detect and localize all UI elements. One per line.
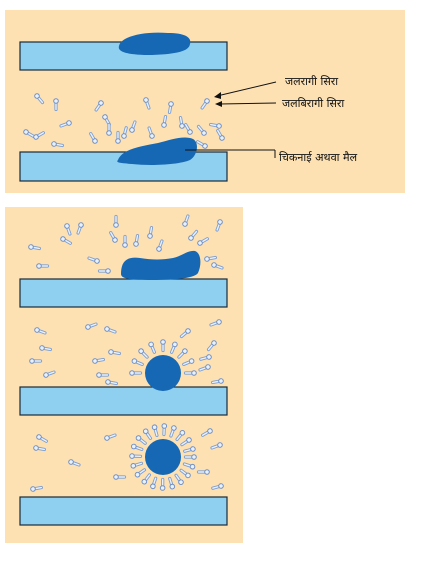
cloth-surface-stage-2 — [19, 386, 228, 416]
dirt-lifting-stage-1 — [121, 250, 201, 280]
dirt-ball-stage-2 — [145, 355, 181, 391]
label-hydrophilic-head: जलरागी सिरा — [285, 75, 338, 88]
label-callouts — [185, 81, 277, 158]
cloth-surface-stage-1 — [19, 278, 228, 308]
grease-dirt-blob — [117, 137, 197, 165]
cloth-surface-stage-3 — [19, 496, 228, 526]
panel-progression — [5, 207, 243, 543]
label-hydrophobic-tail: जलबिरागी सिरा — [282, 97, 344, 110]
micelle-dirt-ball — [145, 439, 181, 475]
label-grease-dirt: चिकनाई अथवा मैल — [279, 151, 358, 164]
dirt-blob-top — [118, 32, 191, 55]
panel-initial-state: जलरागी सिरा जलबिरागी सिरा चिकनाई अथवा मै… — [5, 10, 405, 193]
